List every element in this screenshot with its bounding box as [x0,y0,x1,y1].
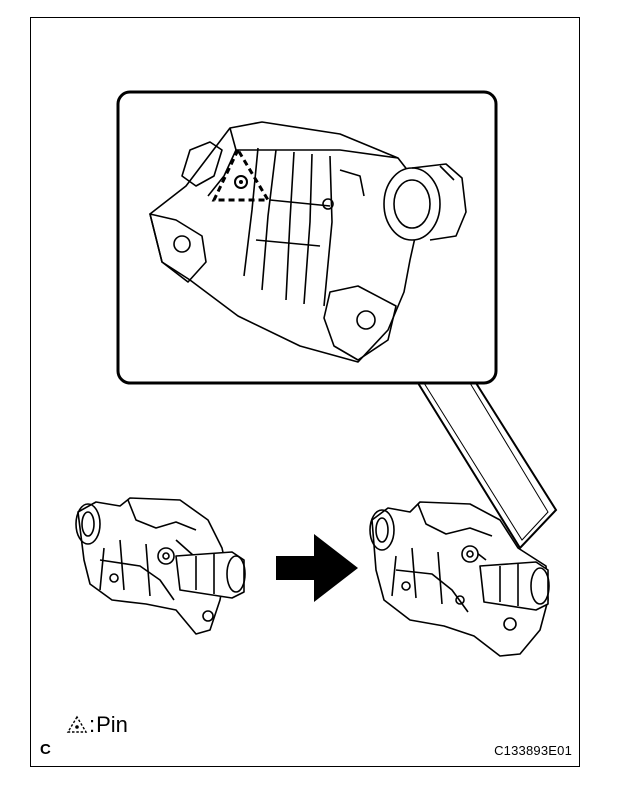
corner-label: C [40,741,51,758]
bracket-assembly-before [75,497,246,635]
figure-frame [30,17,580,767]
callout-pointer [417,382,558,550]
callout-box [116,90,498,385]
bracket-assembly-after [369,501,550,657]
legend-label: Pin [96,712,128,737]
dashed-triangle-with-dot-icon [211,146,271,202]
figure-code: C133893E01 [494,743,572,758]
dashed-triangle-with-dot-icon [66,715,88,733]
legend-separator: : [89,712,96,737]
right-arrow-icon [276,534,358,602]
enlarged-bracket-detail [149,121,467,363]
legend: : Pin [66,712,128,738]
